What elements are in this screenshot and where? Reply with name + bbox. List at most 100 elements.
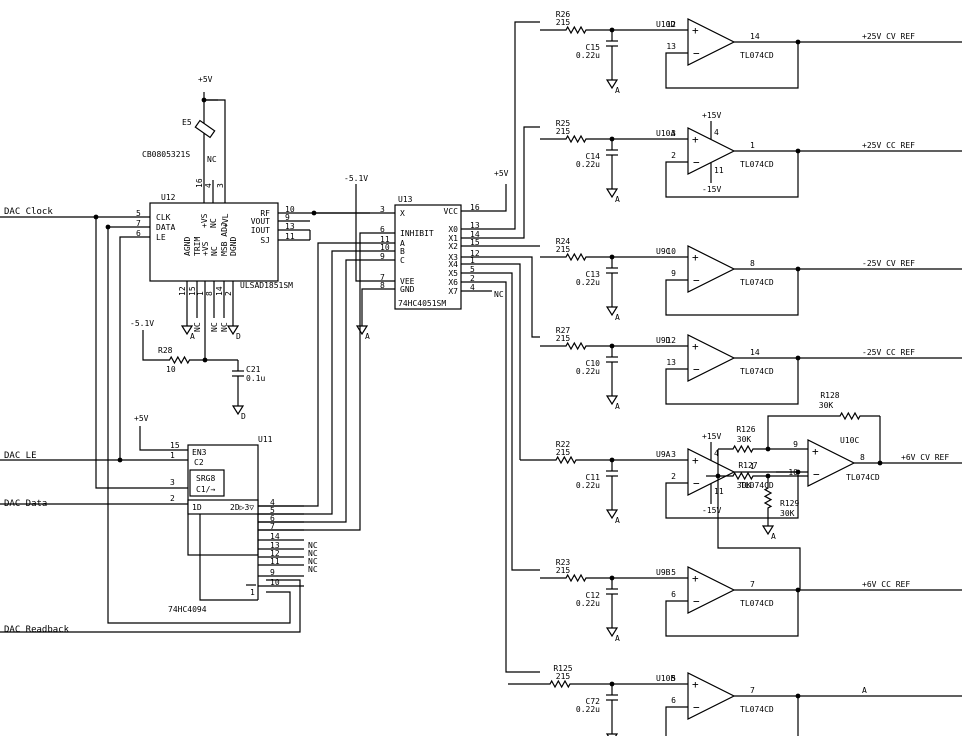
pin-label: RF	[260, 209, 270, 218]
ground-label: A	[615, 516, 620, 525]
plus-sign: +	[692, 678, 699, 691]
resistor-value: 30K	[780, 509, 795, 518]
pin-number: 6	[136, 229, 141, 238]
srg-block	[189, 469, 225, 497]
dac-le-label: DAC LE	[4, 451, 37, 461]
data-wire	[107, 226, 291, 624]
pin-number: 2	[170, 494, 175, 503]
pin-number: 8	[205, 291, 214, 296]
nc-label: NC	[193, 322, 202, 332]
output-label: +25V CC REF	[862, 141, 915, 150]
resistor-symbol	[718, 471, 768, 481]
supply-label: +15V	[702, 432, 721, 441]
resistor-ref: R26	[556, 10, 571, 19]
plus-sign: +	[692, 251, 699, 264]
pin-number: 11	[380, 235, 390, 244]
feedback-wire	[665, 696, 799, 736]
capacitor-ref: C15	[586, 43, 601, 52]
pin-number: 10	[285, 205, 295, 214]
feedback-wire	[665, 42, 799, 89]
pin-number: 4	[470, 283, 475, 292]
chip-part: ULSAD1851SM	[240, 281, 293, 290]
pin-number: 12	[666, 336, 676, 345]
pin-label: +VS	[201, 241, 210, 256]
opamp-u10a	[687, 127, 736, 175]
output-bracket	[199, 514, 258, 601]
resistor-symbol	[718, 444, 768, 454]
ground-label: A	[615, 402, 620, 411]
supply-label: +5V	[134, 414, 149, 423]
pin-label: X0	[448, 225, 458, 234]
opamp-part: TL074CD	[740, 481, 774, 490]
nc-label: NC	[308, 565, 318, 574]
pin-label: TRIM	[193, 237, 202, 256]
clock-wire	[95, 217, 188, 489]
junction-dot	[877, 460, 883, 466]
output-label: +6V CV REF	[901, 453, 949, 462]
pin-number: 16	[195, 178, 204, 188]
pin-number: 10	[788, 468, 798, 477]
pin-number: 6	[380, 225, 385, 234]
junction-dot	[715, 473, 721, 479]
bus-wire	[717, 449, 801, 590]
pin-number: 2	[224, 291, 233, 296]
plus-sign: +	[692, 133, 699, 146]
pin-number: 14	[750, 348, 760, 357]
feedback-wire	[665, 269, 799, 316]
feedback-wire	[665, 472, 799, 519]
ground-label: A	[365, 332, 370, 341]
pin-number: 13	[470, 221, 480, 230]
pin-label: X1	[448, 234, 458, 243]
pin-number: 14	[750, 32, 760, 41]
resistor-ref: R28	[158, 346, 173, 355]
pin-label: X5	[448, 269, 458, 278]
junction-dot	[201, 97, 207, 103]
pin-label: NC	[209, 218, 218, 228]
nc-label: NC	[207, 155, 217, 164]
ground-symbol	[605, 733, 619, 736]
opamp-part: TL074CD	[740, 705, 774, 714]
resistor-ref: R27	[556, 326, 571, 335]
pin-number: 13	[666, 358, 676, 367]
pin-number: 5	[136, 209, 141, 218]
supply-label: -5.1V	[130, 319, 154, 328]
pin-number: 5	[470, 265, 475, 274]
opamp-part: TL074CD	[740, 367, 774, 376]
capacitor-ref: C13	[586, 270, 601, 279]
ground-symbol	[605, 188, 619, 199]
power-wire	[490, 184, 507, 212]
nc-label: NC	[210, 322, 219, 332]
pin-number: 3	[380, 205, 385, 214]
capacitor-value: 0.22u	[576, 481, 600, 490]
pin-label: EN3	[192, 448, 207, 457]
sel-wire	[258, 250, 370, 515]
capacitor-value: 0.22u	[576, 51, 600, 60]
pin-number: 13	[285, 222, 295, 231]
resistor-value: 215	[556, 672, 571, 681]
pin-number: 8	[860, 453, 865, 462]
capacitor-ref: C72	[586, 697, 601, 706]
resistor-symbol	[820, 411, 880, 421]
pin-label: C2	[194, 458, 204, 467]
pin-label: GND	[400, 285, 415, 294]
pin-label: X2	[448, 242, 458, 251]
pin-label: VEE	[400, 277, 415, 286]
opamp-u10b	[687, 672, 736, 720]
resistor-symbol	[763, 476, 773, 520]
resistor-ref: R125	[553, 664, 572, 673]
minus-sign: −	[693, 477, 700, 490]
pin-number: 12	[270, 549, 280, 558]
pin-label: SJ	[260, 236, 270, 245]
pin-number: 8	[380, 281, 385, 290]
pin-number: 5	[270, 506, 275, 515]
chip-ref: U12	[161, 193, 176, 202]
pin-number: 2	[671, 472, 676, 481]
pin-number: 9	[380, 252, 385, 261]
opamp-ref: U10B	[656, 674, 675, 683]
pin-label: AGND	[183, 237, 192, 256]
resistor-ref: R25	[556, 119, 571, 128]
opamp-part: TL074CD	[740, 51, 774, 60]
opamp-u9a	[687, 448, 736, 496]
pin-label: DATA	[156, 223, 175, 232]
pin-number: 15	[170, 441, 180, 450]
